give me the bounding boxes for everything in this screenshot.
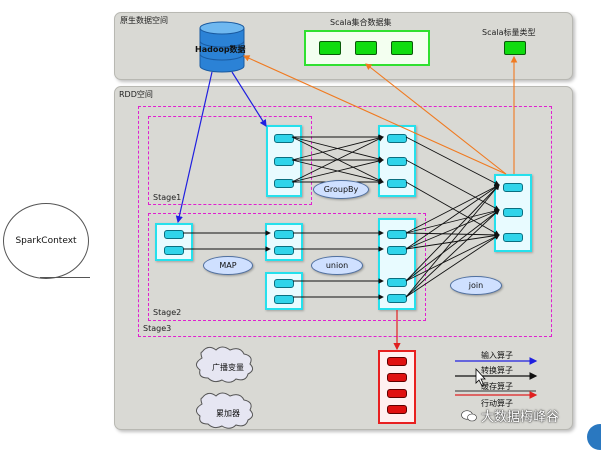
partition — [503, 208, 523, 217]
rdd-stage2-source — [155, 223, 193, 261]
legend-transform-operator: 转换算子 — [481, 366, 513, 375]
watermark-text: 大数据梅峰谷 — [481, 410, 560, 425]
stage1-label: Stage1 — [153, 193, 182, 202]
action-output-item — [387, 405, 407, 414]
join-operator: join — [450, 276, 502, 295]
partition — [274, 134, 294, 143]
partition — [274, 157, 294, 166]
partition — [274, 179, 294, 188]
scala-collection-label: Scala集合数据集 — [330, 18, 392, 27]
scala-scalar-label: Scala标量类型 — [482, 28, 536, 37]
action-output-item — [387, 389, 407, 398]
map-operator: MAP — [203, 256, 253, 275]
watermark: 大数据梅峰谷 — [461, 406, 559, 425]
spark-context-node: SparkContext — [3, 203, 89, 279]
partition — [164, 246, 184, 255]
partition — [387, 294, 407, 303]
groupby-operator: GroupBy — [313, 180, 369, 199]
partition — [503, 183, 523, 192]
partition — [274, 295, 294, 304]
partition — [387, 230, 407, 239]
scala-collection-item — [319, 41, 341, 55]
partition — [387, 278, 407, 287]
rdd-groupby-result — [378, 125, 416, 197]
partition — [274, 230, 294, 239]
rdd-union-result — [378, 218, 416, 310]
action-output-group — [378, 350, 416, 424]
rdd-space-label: RDD空间 — [119, 90, 153, 99]
broadcast-variable-label: 广播变量 — [212, 363, 244, 372]
legend-input-operator: 输入算子 — [481, 351, 513, 360]
action-output-item — [387, 373, 407, 382]
partition — [503, 233, 523, 242]
legend-action-operator: 行动算子 — [481, 399, 513, 408]
native-data-space-label: 原生数据空间 — [120, 16, 168, 25]
partition — [274, 246, 294, 255]
wechat-icon — [461, 409, 477, 421]
partition — [274, 279, 294, 288]
action-output-item — [387, 357, 407, 366]
partition — [387, 157, 407, 166]
corner-badge — [587, 424, 601, 450]
accumulator-label: 累加器 — [216, 409, 240, 418]
scala-collection-item — [391, 41, 413, 55]
union-operator: union — [311, 256, 363, 275]
stage2-label: Stage2 — [153, 308, 182, 317]
partition — [164, 230, 184, 239]
spark-context-underline — [40, 277, 90, 278]
scala-collection-group — [304, 30, 430, 66]
partition — [387, 246, 407, 255]
rdd-map-result — [265, 223, 303, 261]
rdd-union-input — [265, 272, 303, 310]
partition — [387, 179, 407, 188]
stage3-label: Stage3 — [143, 324, 172, 333]
partition — [387, 134, 407, 143]
rdd-stage1-source — [266, 125, 302, 197]
scala-collection-item — [355, 41, 377, 55]
hadoop-label: Hadoop数据 — [195, 45, 246, 54]
scala-scalar-item — [504, 41, 526, 55]
rdd-join-result — [494, 174, 532, 252]
legend-cache-operator: 缓存算子 — [481, 382, 513, 391]
